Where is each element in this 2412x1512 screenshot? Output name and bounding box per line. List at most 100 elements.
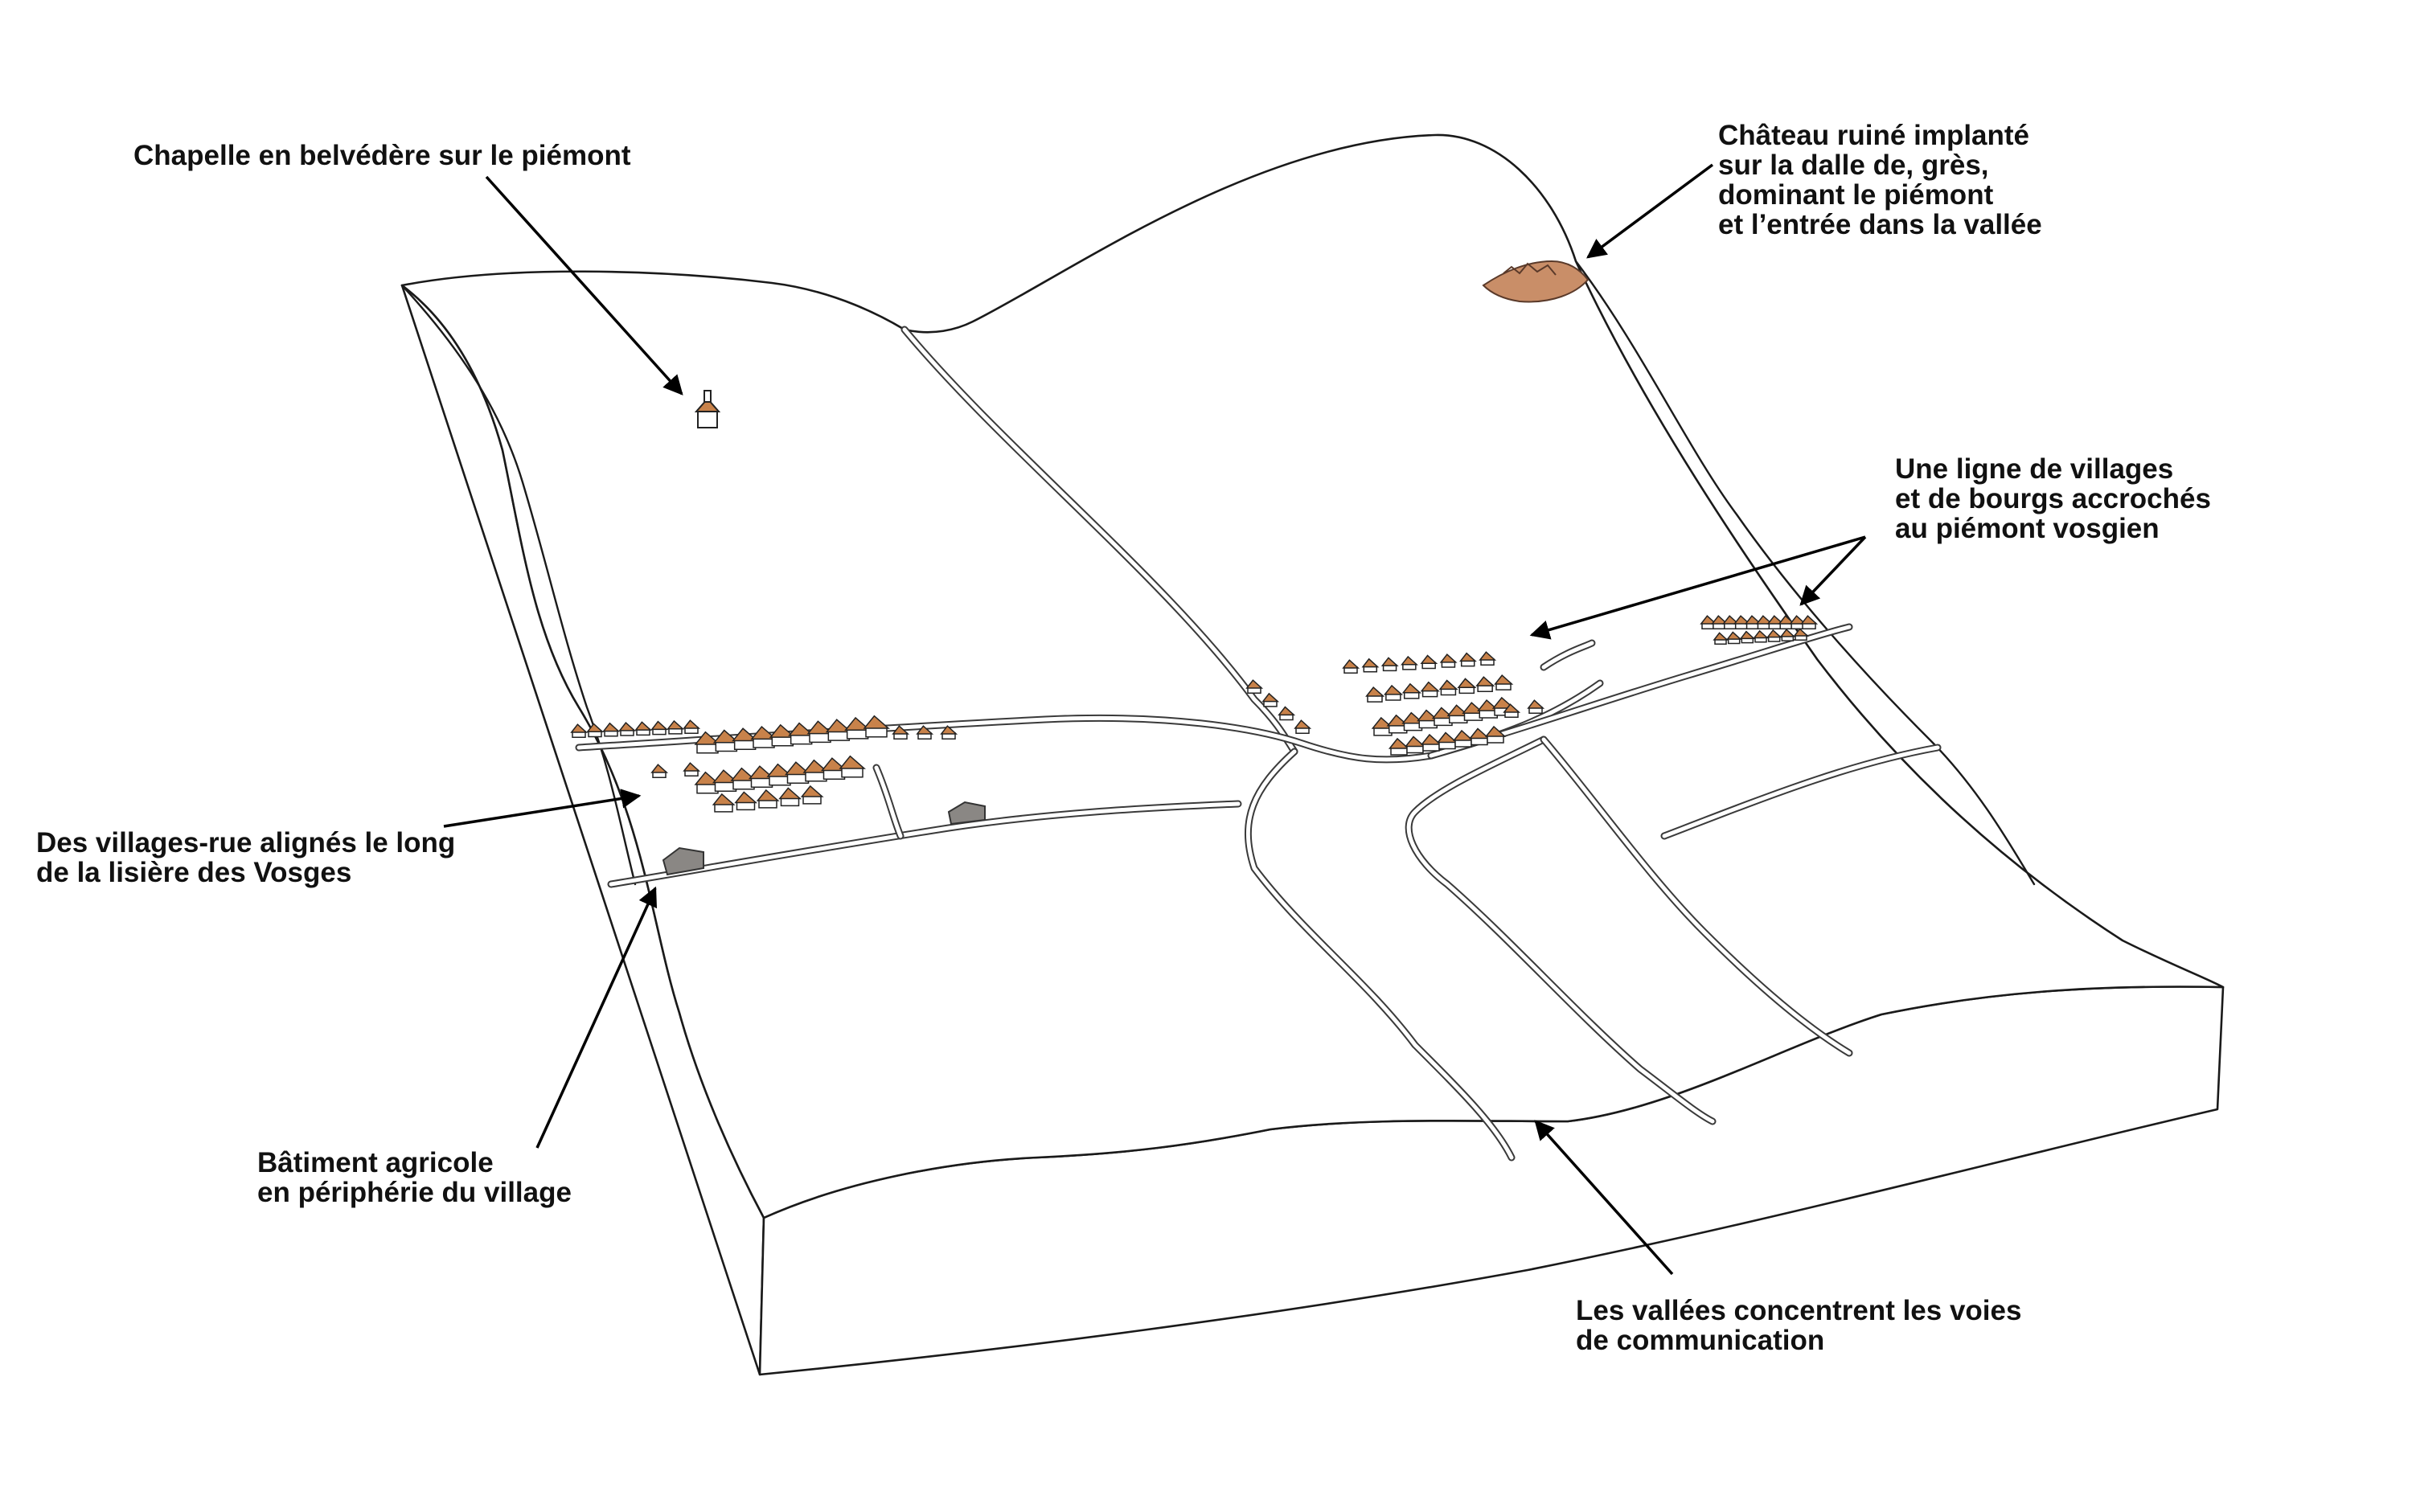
- house-icon: [1479, 651, 1497, 666]
- house-icon: [784, 761, 812, 784]
- house-icon: [1458, 652, 1477, 667]
- house-icon: [820, 757, 848, 780]
- house-icon: [1793, 628, 1809, 641]
- label-line: Bâtiment agricole: [257, 1147, 494, 1178]
- house-icon: [892, 725, 910, 740]
- label-line: au piémont vosgien: [1895, 513, 2160, 544]
- house-icon: [1789, 615, 1807, 629]
- house-icon: [1452, 729, 1475, 748]
- house-icon: [1457, 678, 1477, 695]
- house-icon: [634, 721, 653, 736]
- house-icon: [730, 767, 757, 790]
- house-icon: [667, 719, 685, 735]
- label-line: Des villages-rue alignés le long: [36, 827, 456, 858]
- label-line: en périphérie du village: [257, 1177, 572, 1208]
- house-icon: [1468, 727, 1491, 746]
- house-icon: [839, 755, 866, 778]
- block-top-surface: [400, 133, 2225, 1219]
- arrow-chateau: [1586, 163, 1714, 259]
- house-icon: [1361, 658, 1380, 673]
- village-east: [1700, 615, 1819, 645]
- house-icon: [806, 720, 834, 744]
- house-icon: [1779, 629, 1796, 641]
- house-icon: [1420, 733, 1442, 752]
- house-icon: [1503, 703, 1521, 718]
- house-icon: [1245, 679, 1264, 694]
- house-icon: [863, 715, 890, 738]
- house-icon: [1739, 630, 1756, 644]
- village-street-west: [570, 715, 958, 813]
- label-line: Château ruiné implanté: [1718, 120, 2030, 151]
- house-icon: [618, 721, 637, 736]
- house-icon: [1726, 631, 1742, 645]
- house-icon: [570, 723, 589, 738]
- house-icon: [694, 771, 721, 794]
- house-icon: [602, 722, 621, 737]
- house-icon: [694, 731, 721, 754]
- label-line: et l’entrée dans la vallée: [1718, 209, 2042, 240]
- house-icon: [1401, 682, 1422, 699]
- house-icon: [683, 762, 701, 776]
- house-icon: [734, 791, 758, 811]
- label-line: sur la dalle de, grès,: [1718, 150, 1989, 181]
- house-icon: [1475, 676, 1495, 692]
- house-icon: [1294, 719, 1312, 734]
- label-line: dominant le piémont: [1718, 179, 1994, 211]
- castle-ruin-icon: [1482, 260, 1590, 303]
- house-icon: [1744, 615, 1762, 629]
- house-icon: [1404, 736, 1426, 754]
- house-icon: [1711, 615, 1729, 629]
- arrow-vallees: [1534, 1120, 1674, 1276]
- house-icon: [844, 716, 872, 740]
- house-icon: [1484, 725, 1507, 744]
- house-icon: [748, 765, 776, 788]
- house-icon: [1527, 699, 1545, 714]
- house-icon: [1278, 706, 1296, 721]
- label-line: de la lisière des Vosges: [36, 857, 352, 888]
- house-icon: [1401, 711, 1425, 731]
- house-icon: [1365, 686, 1385, 703]
- house-icon: [750, 725, 777, 748]
- house-icon: [712, 793, 736, 813]
- house-icon: [712, 729, 740, 752]
- house-icon: [1800, 615, 1819, 629]
- house-icon: [766, 763, 794, 786]
- label-chapelle: Chapelle en belvédère sur le piémont: [133, 141, 631, 170]
- house-icon: [1420, 681, 1440, 698]
- house-icon: [788, 722, 815, 745]
- house-icon: [1438, 679, 1458, 696]
- house-icon: [1261, 692, 1280, 707]
- label-line: Chapelle en belvédère sur le piémont: [133, 140, 631, 171]
- house-icon: [1420, 654, 1438, 670]
- house-icon: [586, 723, 605, 738]
- house-icon: [1439, 653, 1458, 668]
- house-icon: [916, 725, 934, 740]
- arrow-villages-ligne-2: [1799, 535, 1867, 606]
- house-icon: [802, 759, 830, 782]
- house-icon: [1753, 629, 1769, 643]
- house-icon: [1380, 657, 1399, 672]
- house-icon: [778, 787, 802, 807]
- arrow-batiment: [535, 886, 658, 1149]
- house-icon: [825, 719, 853, 741]
- house-icon: [1342, 659, 1360, 674]
- label-line: et de bourgs accrochés: [1895, 483, 2211, 514]
- house-icon: [1713, 632, 1729, 645]
- chapel-icon: [694, 390, 721, 428]
- house-icon: [1766, 615, 1785, 629]
- farm-building-icon: [662, 801, 986, 876]
- house-icon: [940, 725, 958, 740]
- arrow-chapelle: [485, 175, 683, 395]
- house-icon: [1436, 731, 1458, 750]
- house-icon: [1383, 684, 1404, 701]
- house-icon: [732, 727, 759, 751]
- house-icon: [769, 723, 797, 747]
- house-icon: [683, 719, 701, 734]
- house-icon: [1401, 655, 1419, 670]
- label-line: Une ligne de villages: [1895, 453, 2174, 485]
